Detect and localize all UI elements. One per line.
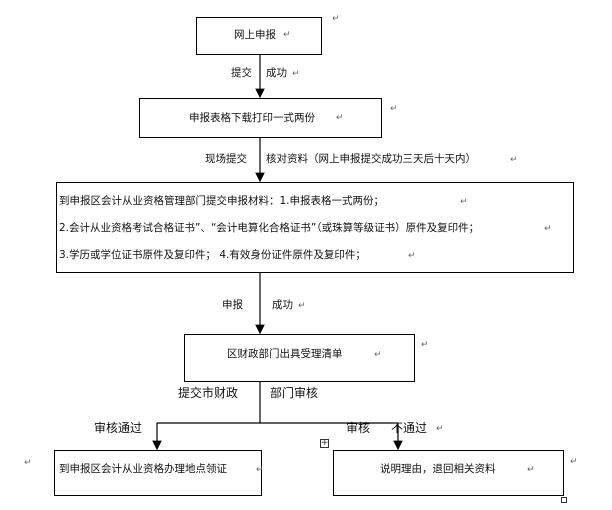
box-get-certificate [54,450,262,496]
paragraph-mark: ↵ [332,14,340,24]
resize-handle[interactable] [561,497,567,503]
label-review: 审核 [346,421,371,435]
box-submit-materials [56,182,574,273]
label-submit: 提交 [231,67,252,79]
materials-line-3: 3.学历或学位证书原件及复印件； 4.有效身份证件原件及复印件； [59,249,366,261]
box-download-form [139,98,382,138]
box-download-form-text: 申报表格下载打印一式两份 [189,112,315,124]
paragraph-mark: ↵ [460,197,468,207]
label-apply: 申报 [222,299,243,311]
label-approved: 审核通过 [94,421,143,435]
paragraph-mark: ↵ [570,457,578,467]
label-success-2: 成功 [272,299,293,311]
paragraph-mark: ↵ [24,458,32,468]
paragraph-mark: ↵ [421,340,429,350]
materials-line-1: 到申报区会计从业资格管理部门提交申报材料：1.申报表格一式两份； [59,195,385,207]
paragraph-mark: ↵ [390,104,398,114]
paragraph-mark: ↵ [283,30,291,40]
paragraph-mark: ↵ [298,301,306,311]
label-verify-docs: 核对资料（网上申报提交成功三天后十天内） [266,153,476,165]
label-dept-review: 部门审核 [270,386,319,400]
paragraph-mark: ↵ [436,424,444,434]
paragraph-mark: ↵ [256,465,264,475]
paragraph-mark: ↵ [374,350,382,360]
label-success-1: 成功 [266,67,287,79]
materials-line-2: 2.会计从业资格考试合格证书”、“会计电算化合格证书”（或珠算等级证书）原件及复… [59,222,480,234]
box-online-apply-text: 网上申报 [234,29,276,41]
label-submit-city-finance: 提交市财政 [178,386,239,400]
label-onsite-submit: 现场提交 [205,153,247,165]
label-not-pass: 不通过 [391,421,428,435]
box-reject-return [333,450,564,496]
paragraph-mark: ↵ [544,224,552,234]
box-finance-receipt [184,334,415,382]
paragraph-mark: ↵ [510,155,518,165]
box-reject-return-text: 说明理由，退回相关资料 [380,463,496,475]
paragraph-mark: ↵ [527,465,535,475]
paragraph-mark: ↵ [408,251,416,261]
box-finance-receipt-text: 区财政部门出具受理清单 [227,348,343,360]
paragraph-mark: ↵ [292,69,300,79]
expand-toggle-icon[interactable]: + [320,438,329,448]
box-online-apply [196,17,322,55]
box-get-certificate-text: 到申报区会计从业资格办理地点领证 [59,463,227,475]
paragraph-mark: ↵ [336,113,344,123]
